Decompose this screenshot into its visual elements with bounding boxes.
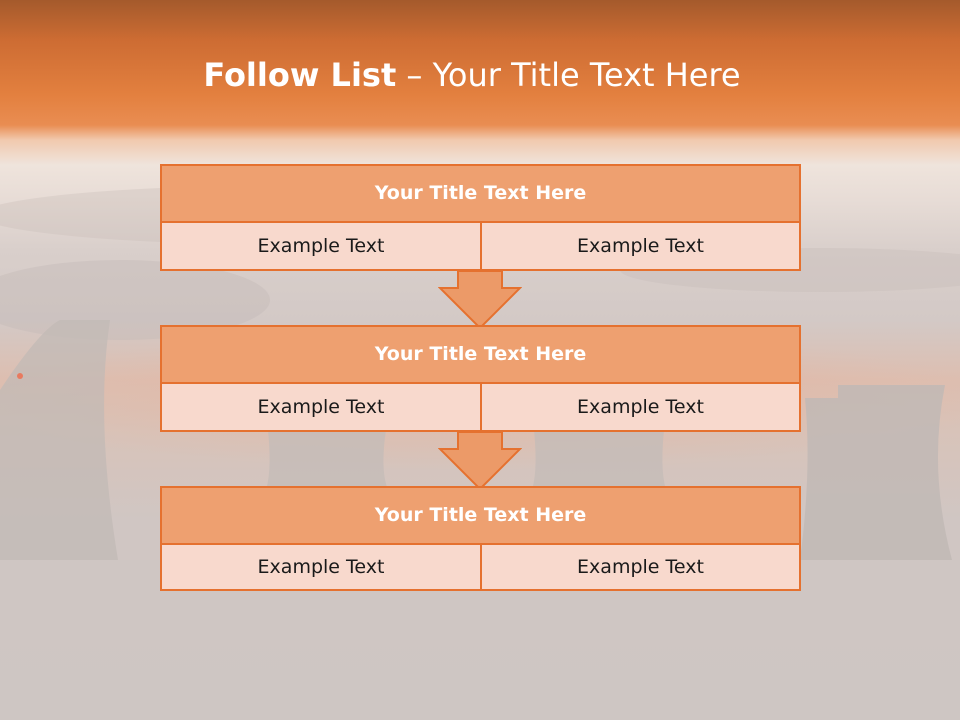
block-title: Your Title Text Here (160, 164, 801, 223)
slide-title-rest: – Your Title Text Here (396, 56, 741, 94)
block-cell-left: Example Text (160, 382, 482, 432)
slide-title: Follow List – Your Title Text Here (0, 50, 944, 100)
block-cell-right: Example Text (480, 221, 801, 271)
block-cell-right: Example Text (480, 543, 801, 591)
block-title: Your Title Text Here (160, 325, 801, 384)
block-cell-left: Example Text (160, 221, 482, 271)
slide-title-bold: Follow List (203, 56, 397, 94)
down-arrow-icon (438, 270, 522, 330)
block-cell-right: Example Text (480, 382, 801, 432)
block-cell-left: Example Text (160, 543, 482, 591)
block-title: Your Title Text Here (160, 486, 801, 545)
down-arrow-icon (438, 431, 522, 491)
